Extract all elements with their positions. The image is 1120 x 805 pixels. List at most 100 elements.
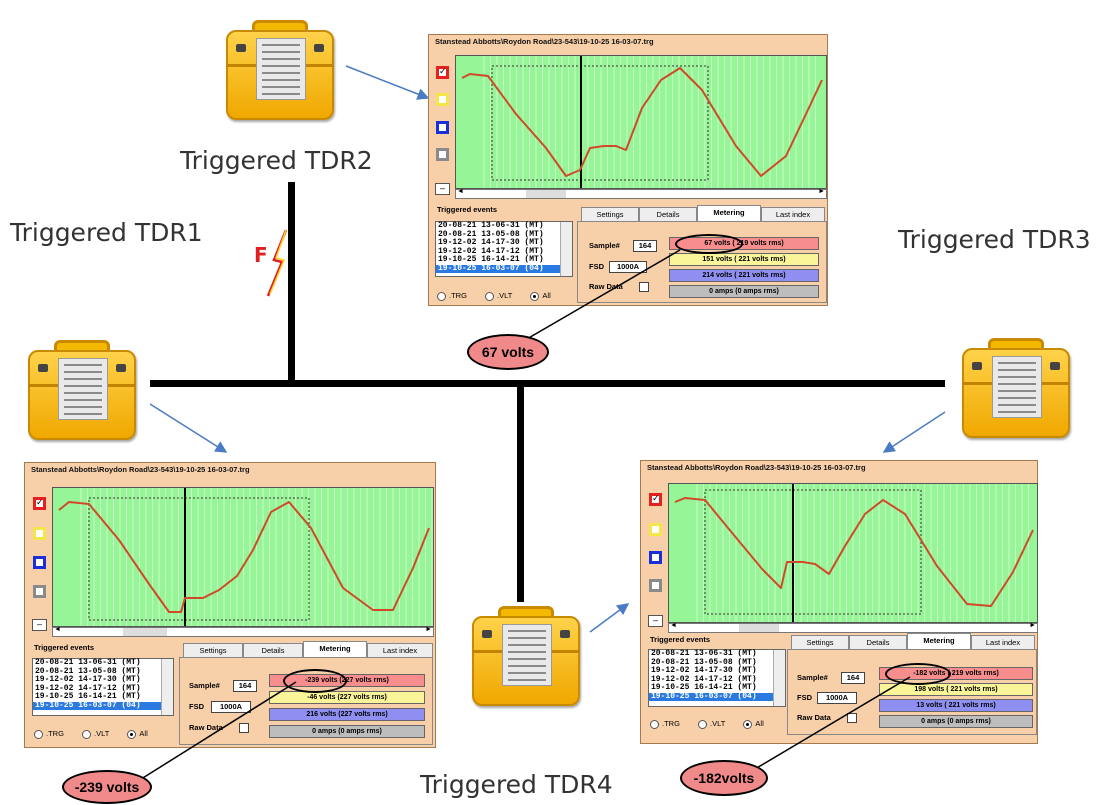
waveform-trace	[461, 67, 823, 177]
channel-red-checkbox[interactable]: ✓	[649, 493, 662, 506]
waveform-plot[interactable]	[52, 487, 434, 627]
branch-tdr2	[288, 182, 295, 382]
event-item[interactable]: 20-08-21 13-05-08 (MT)	[35, 666, 141, 676]
radio-trg-label: .TRG	[46, 729, 64, 738]
event-item[interactable]: 19-12-02 14-17-30 (MT)	[438, 238, 544, 247]
events-scrollbar[interactable]	[560, 222, 572, 276]
event-item[interactable]: 20-08-21 13-05-08 (MT)	[651, 657, 757, 667]
channel-red-checkbox[interactable]: ✓	[33, 497, 46, 510]
fsd-label: FSD	[189, 702, 204, 711]
sample-field[interactable]: 164	[841, 672, 865, 684]
channel-blue-checkbox[interactable]	[436, 121, 449, 134]
lightning-bolt-icon	[266, 229, 288, 297]
event-item[interactable]: 20-08-21 13-06-31 (MT)	[651, 649, 757, 658]
zoom-out-button[interactable]: –	[648, 615, 663, 627]
fsd-field[interactable]: 1000A	[211, 701, 251, 713]
arrow-icon	[149, 403, 228, 453]
tab-settings[interactable]: Settings	[791, 635, 849, 649]
filter-radios: .TRG .VLT All	[650, 719, 780, 729]
plot-scrollbar[interactable]: ◄►	[52, 626, 434, 637]
tab-metering[interactable]: Metering	[697, 205, 761, 221]
fsd-field[interactable]: 1000A	[817, 692, 857, 704]
radio-trg[interactable]: .TRG	[34, 729, 72, 739]
radio-all[interactable]: All	[127, 729, 155, 739]
radio-all-label: All	[755, 719, 764, 728]
event-item[interactable]: 19-10-25 16-14-21 (MT)	[35, 692, 141, 701]
reading-blue: 13 volts ( 221 volts rms)	[879, 699, 1033, 712]
panel-title: Stanstead Abbotts\Roydon Road\23-543\19-…	[435, 37, 654, 46]
event-item[interactable]: 19-12-02 14-17-30 (MT)	[651, 666, 757, 675]
tab-last-index[interactable]: Last index	[761, 207, 825, 221]
event-item[interactable]: 19-12-02 14-17-12 (MT)	[438, 246, 544, 256]
raw-data-checkbox[interactable]	[239, 723, 249, 733]
channel-gray-checkbox[interactable]	[33, 585, 46, 598]
tab-metering[interactable]: Metering	[303, 641, 367, 657]
waveform-plot[interactable]	[455, 55, 827, 189]
raw-data-checkbox[interactable]	[639, 282, 649, 292]
radio-all[interactable]: All	[530, 291, 558, 301]
channel-gray-checkbox[interactable]	[649, 579, 662, 592]
radio-vlt[interactable]: .VLT	[82, 729, 117, 739]
radio-all[interactable]: All	[743, 719, 771, 729]
events-list[interactable]: 20-08-21 13-06-31 (MT) 20-08-21 13-05-08…	[435, 221, 573, 277]
event-item[interactable]: 19-12-02 14-17-30 (MT)	[35, 675, 141, 684]
event-item[interactable]: 20-08-21 13-06-31 (MT)	[35, 658, 141, 667]
event-item[interactable]: 19-12-02 14-17-12 (MT)	[35, 683, 141, 693]
channel-gray-checkbox[interactable]	[436, 148, 449, 161]
highlight-ring	[675, 234, 743, 254]
event-item[interactable]: 19-10-25 16-14-21 (MT)	[438, 255, 544, 264]
event-item[interactable]: 19-10-25 16-14-21 (MT)	[651, 683, 757, 692]
highlight-ring	[885, 663, 951, 685]
sample-label: Sample#	[797, 673, 828, 682]
event-item[interactable]: 20-08-21 13-06-31 (MT)	[438, 221, 544, 230]
event-item-selected[interactable]: 19-10-25 16-03-07 (04)	[649, 692, 785, 701]
waveform-svg	[58, 488, 433, 626]
plot-scrollbar[interactable]: ◄►	[668, 622, 1038, 633]
event-item-selected[interactable]: 19-10-25 16-03-07 (04)	[33, 701, 173, 710]
channel-blue-checkbox[interactable]	[649, 551, 662, 564]
events-list[interactable]: 20-08-21 13-06-31 (MT) 20-08-21 13-05-08…	[32, 658, 174, 716]
tdr1-device-icon	[24, 338, 140, 444]
channel-yellow-checkbox[interactable]	[649, 523, 662, 536]
tab-strip: Settings Details Metering Last index	[791, 633, 1037, 649]
channel-yellow-checkbox[interactable]	[33, 527, 46, 540]
raw-data-checkbox[interactable]	[847, 713, 857, 723]
fsd-field[interactable]: 1000A	[609, 261, 647, 273]
branch-tdr4	[517, 384, 524, 602]
tdr3-label: Triggered TDR3	[898, 225, 1091, 254]
radio-vlt[interactable]: .VLT	[485, 291, 520, 301]
channel-blue-checkbox[interactable]	[33, 556, 46, 569]
tab-metering[interactable]: Metering	[907, 633, 971, 649]
radio-trg[interactable]: .TRG	[437, 291, 475, 301]
events-list[interactable]: 20-08-21 13-06-31 (MT) 20-08-21 13-05-08…	[648, 649, 786, 707]
zoom-out-button[interactable]: –	[32, 619, 47, 631]
channel-red-checkbox[interactable]: ✓	[436, 66, 449, 79]
panel-title: Stanstead Abbotts\Roydon Road\23-543\19-…	[31, 465, 250, 474]
radio-trg-label: .TRG	[662, 719, 680, 728]
waveform-plot[interactable]	[668, 483, 1038, 623]
raw-data-label: Raw Data	[589, 282, 623, 291]
tab-settings[interactable]: Settings	[183, 643, 243, 657]
events-scrollbar[interactable]	[773, 650, 785, 706]
main-busbar	[150, 380, 945, 387]
tab-last-index[interactable]: Last index	[971, 635, 1035, 649]
sample-field[interactable]: 164	[633, 240, 657, 252]
event-item[interactable]: 19-12-02 14-17-12 (MT)	[651, 674, 757, 684]
filter-radios: .TRG .VLT All	[34, 729, 164, 739]
tab-last-index[interactable]: Last index	[367, 643, 433, 657]
tab-details[interactable]: Details	[243, 643, 303, 657]
radio-vlt[interactable]: .VLT	[698, 719, 733, 729]
selection-box	[88, 497, 310, 621]
zoom-out-button[interactable]: –	[435, 183, 450, 195]
radio-trg[interactable]: .TRG	[650, 719, 688, 729]
tab-details[interactable]: Details	[639, 207, 697, 221]
event-item[interactable]: 20-08-21 13-05-08 (MT)	[438, 229, 544, 239]
sample-field[interactable]: 164	[233, 680, 257, 692]
events-scrollbar[interactable]	[161, 659, 173, 715]
event-item-selected[interactable]: 19-10-25 16-03-07 (04)	[436, 264, 572, 273]
tab-settings[interactable]: Settings	[581, 207, 639, 221]
plot-scrollbar[interactable]: ◄►	[455, 188, 827, 199]
channel-yellow-checkbox[interactable]	[436, 93, 449, 106]
tab-details[interactable]: Details	[849, 635, 907, 649]
radio-vlt-label: .VLT	[497, 291, 513, 300]
